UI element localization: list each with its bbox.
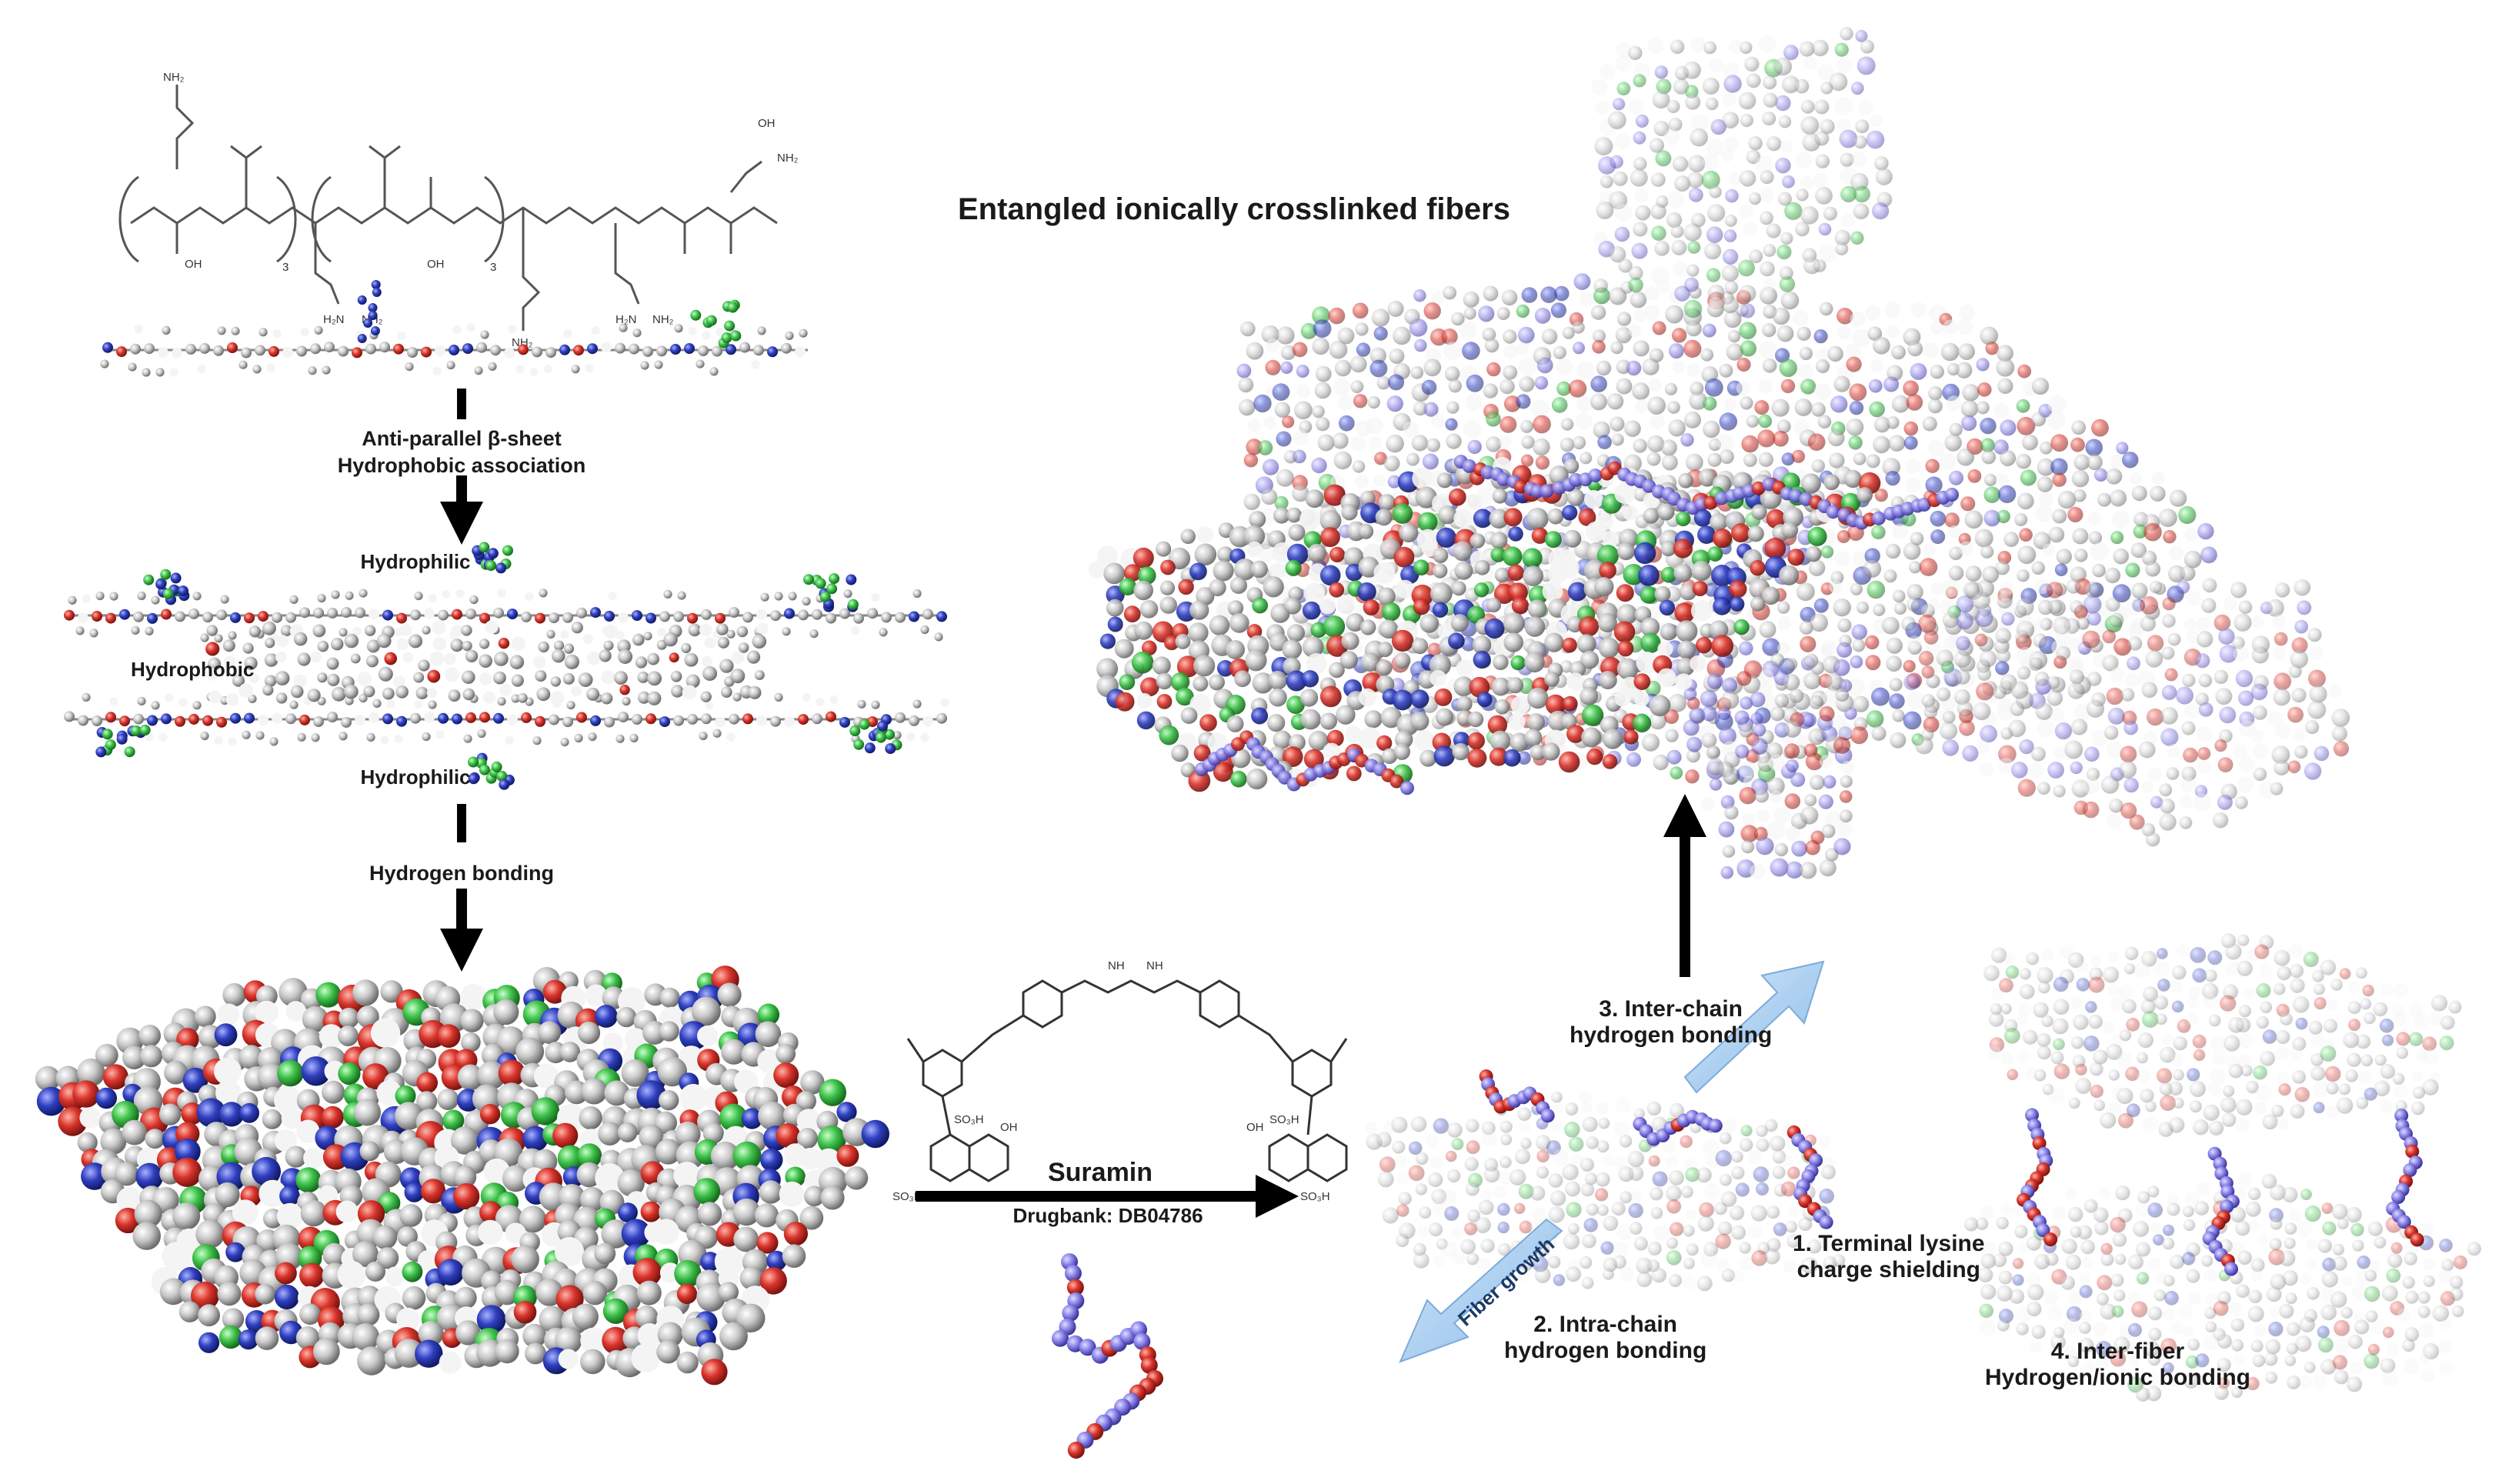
suramin-group-labels: SO₃H SO₃H SO₃H SO₃H OH OH NH NH	[892, 959, 1330, 1203]
suramin-so3h-4: SO₃H	[1300, 1190, 1330, 1203]
hydrophilic-bottom-label: Hydrophilic	[360, 765, 471, 789]
suramin-nh-1: NH	[1108, 959, 1125, 972]
suramin-nh-2: NH	[1146, 959, 1163, 972]
formula-nh2-3: NH₂	[652, 313, 674, 326]
fiber-growth-arrow-up	[1683, 960, 1825, 1094]
formula-h2n-1: H₂N	[323, 313, 345, 326]
suramin-label: Suramin	[1047, 1158, 1153, 1187]
formula-nh2-top: NH₂	[163, 71, 185, 84]
fiber-spacefill-model	[35, 965, 890, 1386]
fiber-growth-arrows	[1399, 960, 1825, 1363]
peptide-skeletal-formula	[118, 85, 778, 331]
formula-subscript-2: 3	[490, 261, 496, 274]
suramin-so3h-1: SO₃H	[954, 1113, 984, 1126]
hydrogen-bonding-label: Hydrogen bonding	[369, 862, 554, 885]
inter-chain-label: 3. Inter-chain hydrogen bonding	[1570, 996, 1773, 1048]
process-arrows	[440, 389, 1706, 1218]
fiber-growth-arrow-down	[1399, 1218, 1563, 1363]
hydrophobic-association-label: Hydrophobic association	[337, 454, 586, 477]
hydrophobic-label: Hydrophobic	[131, 658, 255, 681]
intra-chain-label: 2. Intra-chain hydrogen bonding	[1504, 1312, 1707, 1363]
suramin-so3h-3: SO₃H	[892, 1190, 922, 1203]
anti-parallel-label: Anti-parallel β-sheet	[362, 427, 562, 450]
inter-fiber-model	[1963, 933, 2481, 1402]
drugbank-label: Drugbank: DB04786	[1012, 1204, 1203, 1227]
single-peptide-chain	[100, 280, 808, 377]
formula-oh-3: OH	[758, 117, 776, 130]
suramin-oh-2: OH	[1246, 1121, 1264, 1134]
inter-fiber-label: 4. Inter-fiber Hydrogen/ionic bonding	[1985, 1339, 2250, 1390]
formula-oh-1: OH	[185, 258, 202, 271]
entangled-fibers-model	[1088, 27, 2350, 879]
suramin-skeletal-formula	[906, 979, 1348, 1182]
suramin-so3h-2: SO₃H	[1269, 1113, 1299, 1126]
formula-oh-2: OH	[427, 258, 445, 271]
terminal-lysine-label: 1. Terminal lysine charge shielding	[1793, 1231, 1985, 1282]
formula-h2n-2: H₂N	[615, 313, 637, 326]
suramin-oh-1: OH	[1000, 1121, 1018, 1134]
formula-subscript-1: 3	[282, 261, 289, 274]
page-title: Entangled ionically crosslinked fibers	[958, 192, 1510, 226]
hydrophilic-top-label: Hydrophilic	[360, 550, 471, 573]
suramin-bound-fiber	[1364, 1069, 1846, 1292]
formula-nh2-2: NH₂	[512, 336, 533, 349]
formula-nh2-4: NH₂	[777, 152, 799, 165]
suramin-3d-model	[1052, 1253, 1163, 1459]
beta-sheet-pair	[64, 542, 949, 790]
